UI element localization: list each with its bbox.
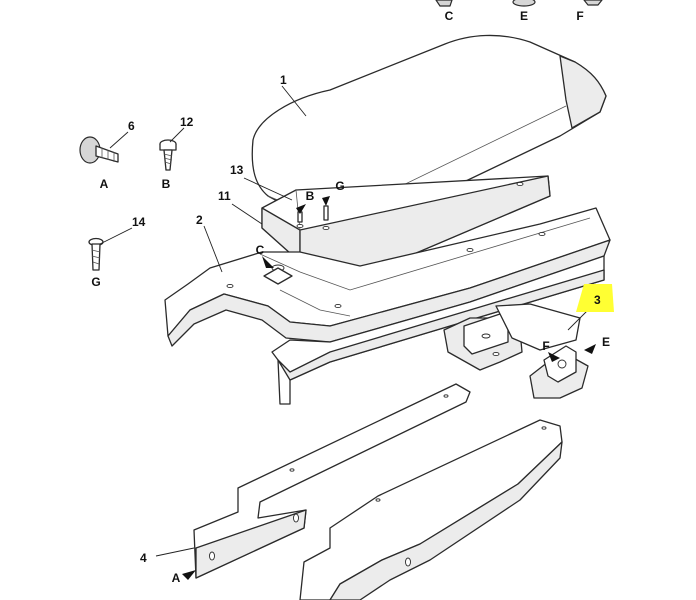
screw-6-icon (79, 136, 119, 164)
top-letter-c: C (445, 9, 454, 23)
letter-plate-g: G (335, 179, 344, 193)
top-letter-f: F (576, 9, 583, 23)
side-panels (193, 383, 563, 600)
screw-14-icon (88, 237, 104, 271)
callout-side-panel: 4 (140, 551, 147, 565)
leader-lines (99, 85, 593, 557)
arrow-panel-a-icon (182, 570, 196, 580)
arrow-hinge-f-icon (548, 352, 560, 362)
letter-hinge-f: F (542, 339, 549, 353)
screw-12-icon (159, 139, 177, 171)
direction-arrows (182, 196, 596, 580)
letter-screw12: B (162, 177, 171, 191)
letter-screw6: A (100, 177, 109, 191)
arrow-plate-b-icon (296, 204, 306, 214)
highlight-callout-3 (576, 284, 614, 312)
arrow-base-c-icon (262, 256, 274, 268)
callout-armrest-lid: 1 (280, 73, 287, 87)
lid-plate (261, 175, 551, 283)
callout-screw-12: 12 (180, 115, 194, 129)
letter-screw14: G (91, 275, 100, 289)
callout-console-base: 2 (196, 213, 203, 227)
top-letter-e: E (520, 9, 528, 23)
hinge-assembly (443, 303, 589, 399)
letter-base-c: C (256, 243, 265, 257)
letter-plate-b: B (306, 189, 315, 203)
letter-hinge-e: E (602, 335, 610, 349)
top-fastener-icons (435, 0, 603, 7)
arrow-hinge-e-icon (584, 344, 596, 354)
arrow-plate-g-icon (322, 196, 330, 206)
console-base (164, 207, 611, 405)
letter-panel-a: A (172, 571, 181, 585)
callout-plate: 13 (230, 163, 244, 177)
callout-screw-14: 14 (132, 215, 146, 229)
callout-screw-6: 6 (128, 119, 135, 133)
callout-hinge: 3 (594, 293, 601, 307)
callout-bracket: 11 (218, 189, 231, 203)
